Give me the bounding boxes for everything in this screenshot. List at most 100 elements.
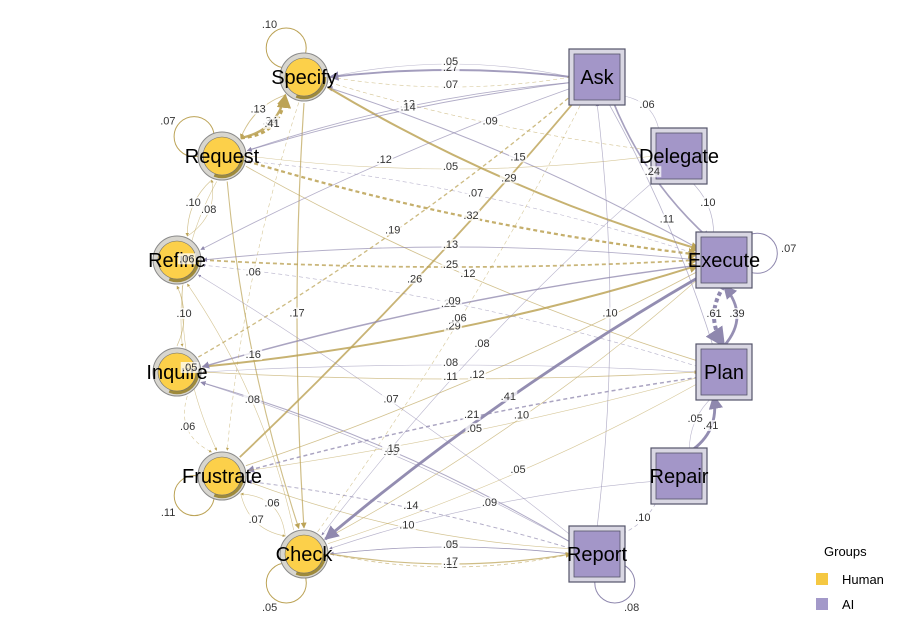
edge-label-bg (177, 253, 196, 265)
legend-swatch-ai (816, 598, 828, 610)
edge-label-bg (401, 500, 420, 512)
node-square-ai (573, 530, 621, 578)
node-circle-human (284, 57, 324, 97)
node-report: Report (567, 525, 627, 583)
edge-label-bg (382, 393, 400, 405)
edge-inquire-to-frustrate (184, 395, 212, 453)
node-circle-human (202, 136, 242, 176)
edge-label-bg (465, 422, 484, 434)
node-progress-arc (199, 453, 245, 499)
edge-weight-label: .06 (180, 421, 195, 433)
edge-label-bg (184, 197, 203, 209)
node-progress-arc (154, 237, 200, 283)
edge-weight-label: .17 (289, 308, 304, 320)
edge-label-bg (383, 443, 402, 455)
edge-label-bg (509, 151, 527, 163)
legend-label-human: Human (842, 572, 884, 587)
edge-label-bg (458, 267, 477, 279)
edge-weight-label: .10 (602, 308, 617, 320)
edge-frustrate-to-execute (245, 269, 701, 467)
edge-weight-label: .05 (467, 423, 482, 435)
edge-label-bg (263, 117, 281, 129)
node-refine: Refine (148, 235, 206, 285)
edge-weight-label: .08 (245, 394, 260, 406)
node-ask: Ask (568, 48, 626, 106)
edge-weight-label: .61 (706, 308, 721, 320)
legend: Groups Human AI (816, 544, 884, 612)
edge-label-bg (698, 197, 717, 209)
edge-label-bg (175, 308, 193, 319)
edge-weight-label: .24 (645, 166, 660, 178)
edge-label-bg (450, 312, 468, 324)
edge-weight-label: .10 (635, 512, 650, 524)
node-label: Frustrate (182, 466, 262, 488)
edge-label-bg (638, 99, 656, 111)
edge-label-bg (481, 115, 500, 127)
node-label: Delegate (639, 146, 719, 168)
edge-weight-label: .07 (383, 393, 398, 405)
edge-weight-label: .15 (385, 443, 400, 455)
edge-label-bg (444, 295, 463, 307)
self-loop-weight-label: .11 (161, 507, 175, 519)
edge-weight-label: .10 (700, 197, 715, 209)
node-label: Refine (148, 250, 206, 272)
edge-weight-label: .25 (443, 259, 458, 271)
edge-label-bg (466, 187, 485, 199)
node-square-ai (700, 236, 748, 284)
nodes-layer: SpecifyRequestRefineInquireFrustrateChec… (146, 48, 760, 583)
node-label: Request (185, 146, 260, 168)
node-progress-arc (199, 133, 245, 179)
edge-label-bg (441, 79, 460, 90)
edge-weight-label: .13 (443, 239, 458, 251)
legend-label-ai: AI (842, 597, 854, 612)
node-execute: Execute (688, 231, 760, 289)
edge-weight-label: .13 (250, 104, 265, 116)
self-loops-layer: .10 .07 .11 .05 .07 .08 (160, 19, 796, 614)
edge-weight-label: .09 (482, 497, 497, 509)
edge-label-bg (499, 172, 518, 184)
edge-label-bg (728, 308, 746, 319)
edge-label-bg (441, 371, 460, 382)
edge-label-bg (468, 369, 486, 381)
edge-execute-to-request (247, 160, 699, 255)
edge-label-bg (243, 393, 262, 405)
edge-label-bg (375, 154, 394, 166)
edge-weight-label: .06 (451, 313, 466, 325)
node-label: Specify (271, 67, 337, 89)
edge-label-bg (509, 464, 527, 476)
edge-weight-label: .41 (501, 391, 516, 403)
node-square-ai (700, 348, 748, 396)
edge-weight-label: .41 (703, 420, 718, 432)
node-specify: Specify (271, 52, 337, 102)
edge-label-bg (244, 266, 263, 278)
edge-weight-label: .11 (443, 371, 457, 383)
self-loop-weight-label: .07 (160, 116, 175, 128)
edge-weight-label: .11 (660, 214, 674, 226)
edge-label-bg (288, 307, 306, 319)
edge-label-bg (441, 357, 460, 368)
edge-label-bg (643, 166, 662, 178)
node-request: Request (185, 131, 260, 181)
edge-weight-label: .16 (246, 349, 261, 361)
edge-weight-label: .08 (443, 357, 458, 369)
edge-label-bg (480, 497, 499, 509)
edge-label-bg (512, 409, 531, 421)
edge-weight-label: .15 (510, 151, 525, 163)
edge-weight-label: .41 (264, 118, 279, 130)
edge-weight-label: .14 (403, 500, 418, 512)
edge-weight-label: .05 (510, 464, 525, 476)
edge-weight-label: .07 (248, 514, 263, 526)
edge-weight-label: .09 (482, 115, 497, 127)
edge-weight-label: .08 (474, 338, 489, 350)
edge-label-bg (199, 204, 218, 215)
edge-label-bg (657, 213, 676, 225)
edge-weight-label: .06 (246, 267, 261, 279)
edge-label-bg (244, 349, 263, 360)
edge-weight-label: .07 (468, 187, 483, 199)
edge-label-bg (383, 224, 402, 236)
edge-execute-to-plan (705, 284, 726, 348)
node-label: Check (276, 544, 334, 566)
edge-label-bg (441, 556, 460, 567)
node-circle-human (284, 534, 324, 574)
edge-weight-label: .05 (443, 56, 458, 68)
